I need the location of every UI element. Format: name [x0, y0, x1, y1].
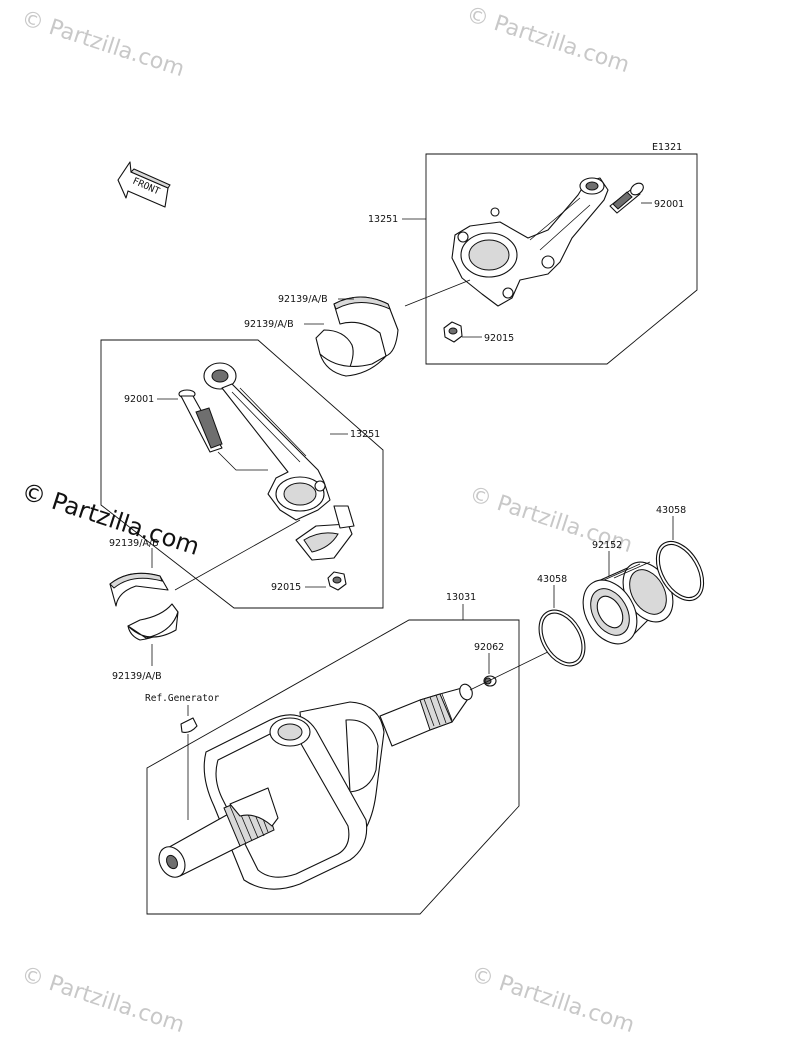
front-arrow-icon: FRONT: [117, 161, 171, 208]
snap-ring-outer: [655, 540, 705, 602]
connecting-rod-bolt-lower: [178, 389, 223, 453]
callout-bolt-lower: 92001: [124, 394, 154, 405]
connecting-rod-nut-lower: [327, 571, 347, 591]
callout-ref-generator: Ref.Generator: [145, 693, 220, 704]
callout-bolt-upper: 92001: [654, 199, 684, 210]
callout-nut-lower: 92015: [271, 582, 301, 593]
callout-nut-upper: 92015: [484, 333, 514, 344]
watermark-bottom-right: © Partzilla.com: [468, 962, 637, 1038]
callout-bearing-a: 92139/A/B: [278, 294, 328, 305]
oil-passage-plug: [483, 675, 497, 687]
crankshaft-frame: [146, 619, 520, 915]
callout-crankshaft: 13031: [446, 592, 476, 603]
callout-bearing-ball: 92152: [592, 540, 622, 551]
watermark-bottom-left: © Partzilla.com: [18, 962, 187, 1038]
snap-ring-inner: [538, 609, 586, 667]
upper-rod-frame: [425, 153, 698, 365]
callout-plug: 92062: [474, 642, 504, 653]
connecting-rod-lower: [203, 362, 355, 561]
callout-bearing-d: 92139/A/B: [112, 671, 162, 682]
callout-ring-inner: 43058: [537, 574, 567, 585]
crankshaft: [158, 683, 473, 890]
bearing-shell-lower-pair: [109, 572, 179, 641]
crankshaft-ball-bearing: [582, 561, 674, 645]
woodruff-key-icon: [180, 717, 198, 733]
watermark-layer: © Partzilla.com © Partzilla.com © Partzi…: [18, 2, 637, 1038]
callout-bearing-b: 92139/A/B: [244, 319, 294, 330]
callout-ring-outer: 43058: [656, 505, 686, 516]
connecting-rod-bolt-upper: [609, 182, 644, 214]
connecting-rod-upper: [451, 177, 609, 307]
watermark-top-left: © Partzilla.com: [18, 6, 187, 82]
lower-rod-frame: [100, 339, 384, 609]
connecting-rod-nut-upper: [443, 321, 463, 343]
diagram-code: E1321: [652, 142, 682, 153]
callout-rod-upper: 13251: [368, 214, 398, 225]
bearing-shell-upper-pair: [315, 296, 399, 377]
callout-rod-lower: 13251: [350, 429, 380, 440]
callout-bearing-c: 92139/A/B: [109, 538, 159, 549]
watermark-top-right: © Partzilla.com: [463, 2, 632, 78]
